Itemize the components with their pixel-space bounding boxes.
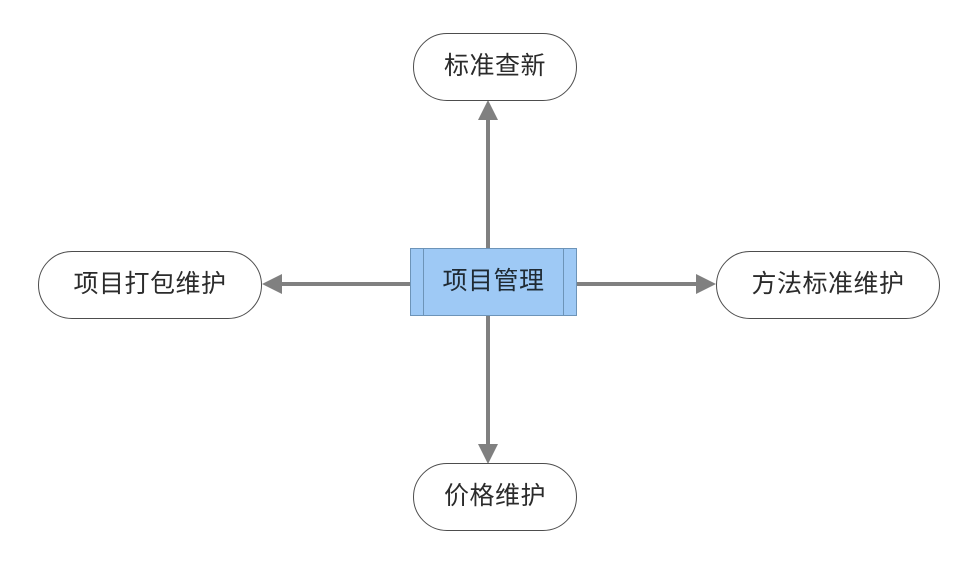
process-bar-right-icon — [563, 249, 564, 315]
node-project-management[interactable]: 项目管理 — [410, 248, 577, 316]
arrowhead-up-icon — [478, 100, 498, 120]
node-method-standard-maintenance-label: 方法标准维护 — [751, 270, 905, 299]
node-project-management-label: 项目管理 — [442, 267, 545, 296]
arrowhead-right-icon — [696, 274, 716, 294]
node-standard-search[interactable]: 标准查新 — [413, 33, 577, 101]
process-bar-left-icon — [423, 249, 424, 315]
node-price-maintenance-label: 价格维护 — [443, 482, 546, 511]
node-project-packaging-maintenance-label: 项目打包维护 — [73, 270, 227, 299]
edge-center-top[interactable] — [478, 100, 498, 248]
node-standard-search-label: 标准查新 — [443, 52, 546, 81]
arrowhead-down-icon — [478, 444, 498, 464]
node-project-packaging-maintenance[interactable]: 项目打包维护 — [38, 251, 262, 319]
node-method-standard-maintenance[interactable]: 方法标准维护 — [716, 251, 940, 319]
edge-center-right[interactable] — [577, 274, 716, 294]
edge-center-left[interactable] — [262, 274, 410, 294]
arrowhead-left-icon — [262, 274, 282, 294]
node-price-maintenance[interactable]: 价格维护 — [413, 463, 577, 531]
edge-center-bottom[interactable] — [478, 316, 498, 464]
